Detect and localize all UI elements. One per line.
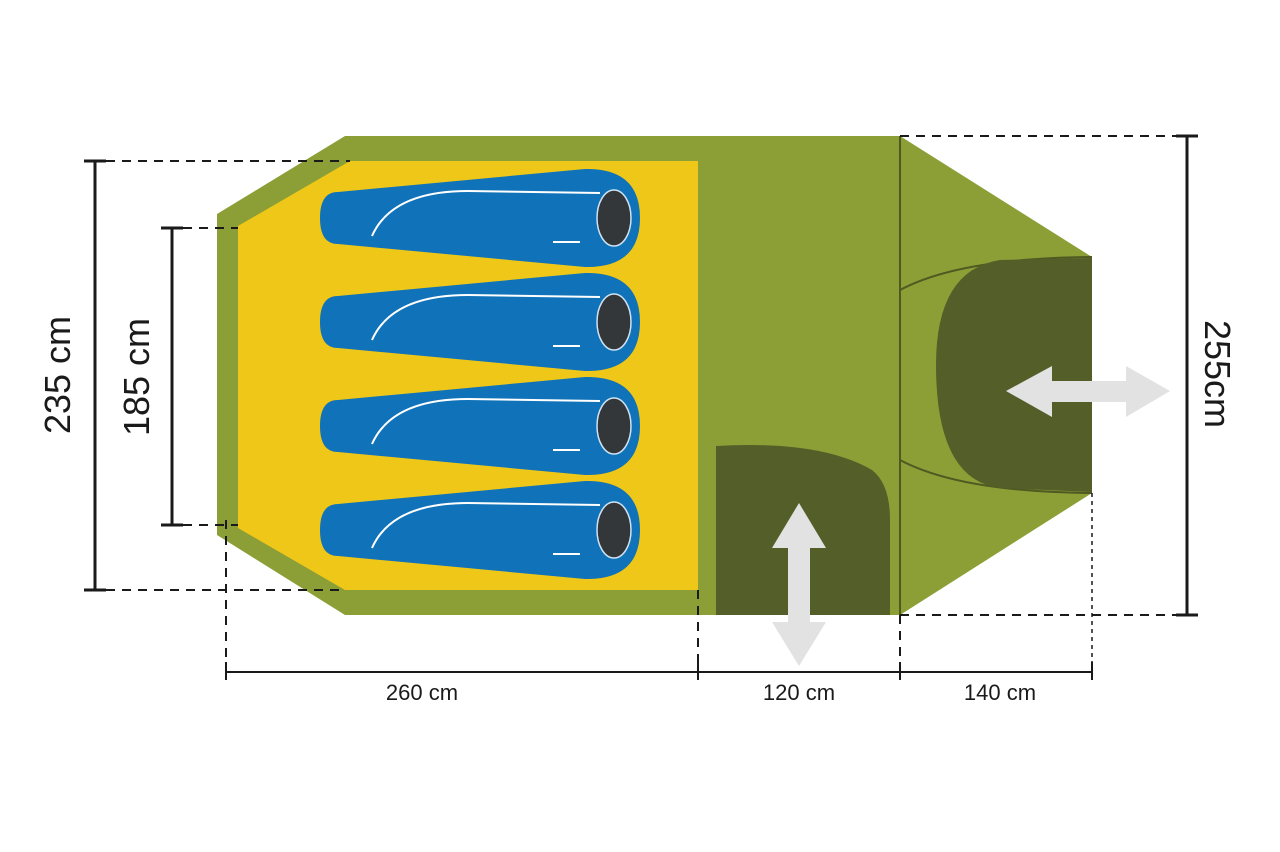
sleeping-bag xyxy=(320,272,640,372)
label-width-vestibule: 255cm xyxy=(1197,320,1238,428)
sleeping-bag-hood xyxy=(596,189,632,247)
sleeping-bag-hood xyxy=(596,501,632,559)
sleeping-bag xyxy=(320,480,640,580)
vestibule-door-curve-bottom xyxy=(899,459,1093,494)
vestibule-door-curve-top xyxy=(899,256,1093,291)
sleeping-bag-hood xyxy=(596,397,632,455)
sleeping-bag-zipper xyxy=(371,501,601,549)
side-door xyxy=(936,258,1092,492)
double-arrow-vertical-icon xyxy=(772,503,826,666)
dimension-lines xyxy=(84,134,1198,680)
sleeping-bag xyxy=(320,376,640,476)
label-width-inner: 185 cm xyxy=(116,318,157,436)
sleeping-bag-zipper xyxy=(371,293,601,341)
label-length-middle: 120 cm xyxy=(763,680,835,705)
double-arrow-horizontal-icon xyxy=(1006,366,1170,417)
sleeping-bag-zipper xyxy=(371,397,601,445)
sleeping-bag-hood xyxy=(596,293,632,351)
label-length-inner: 260 cm xyxy=(386,680,458,705)
label-length-vestibule: 140 cm xyxy=(964,680,1036,705)
sleeping-bag-zipper xyxy=(371,189,601,237)
sleeping-bag xyxy=(320,168,640,268)
sleeping-bags xyxy=(320,168,640,580)
label-width-total: 235 cm xyxy=(37,316,78,434)
